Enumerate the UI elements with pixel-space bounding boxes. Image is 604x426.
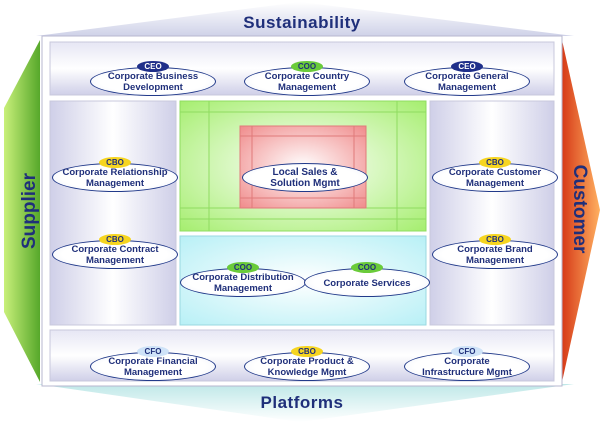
platforms-label: Platforms xyxy=(260,393,344,412)
role-badge: COO xyxy=(291,61,323,72)
node-label: Corporate Services xyxy=(304,268,430,297)
customer-arrow xyxy=(562,40,600,382)
platforms-arrow xyxy=(36,384,574,422)
sustainability-arrow xyxy=(36,2,574,36)
role-badge: CFO xyxy=(451,346,483,357)
role-badge: CBO xyxy=(479,234,511,245)
role-badge: CBO xyxy=(291,346,323,357)
node-label: Local Sales &Solution Mgmt xyxy=(242,163,368,192)
role-badge: COO xyxy=(351,262,383,273)
role-badge: CFO xyxy=(137,346,169,357)
supplier-label: Supplier xyxy=(19,173,40,250)
customer-label: Customer xyxy=(569,164,590,254)
role-badge: CBO xyxy=(99,157,131,168)
node-local-sales-solution-mgmt: Local Sales &Solution Mgmt xyxy=(242,157,370,192)
sustainability-label: Sustainability xyxy=(243,13,361,32)
role-badge: COO xyxy=(227,262,259,273)
role-badge: CBO xyxy=(479,157,511,168)
node-corporate-services: COO Corporate Services xyxy=(304,262,432,297)
role-badge: CEO xyxy=(137,61,169,72)
supplier-arrow xyxy=(4,40,40,382)
node-corporate-product-knowledge-mgmt: CBO Corporate Product &Knowledge Mgmt xyxy=(244,346,372,381)
role-badge: CEO xyxy=(451,61,483,72)
role-badge: CBO xyxy=(99,234,131,245)
